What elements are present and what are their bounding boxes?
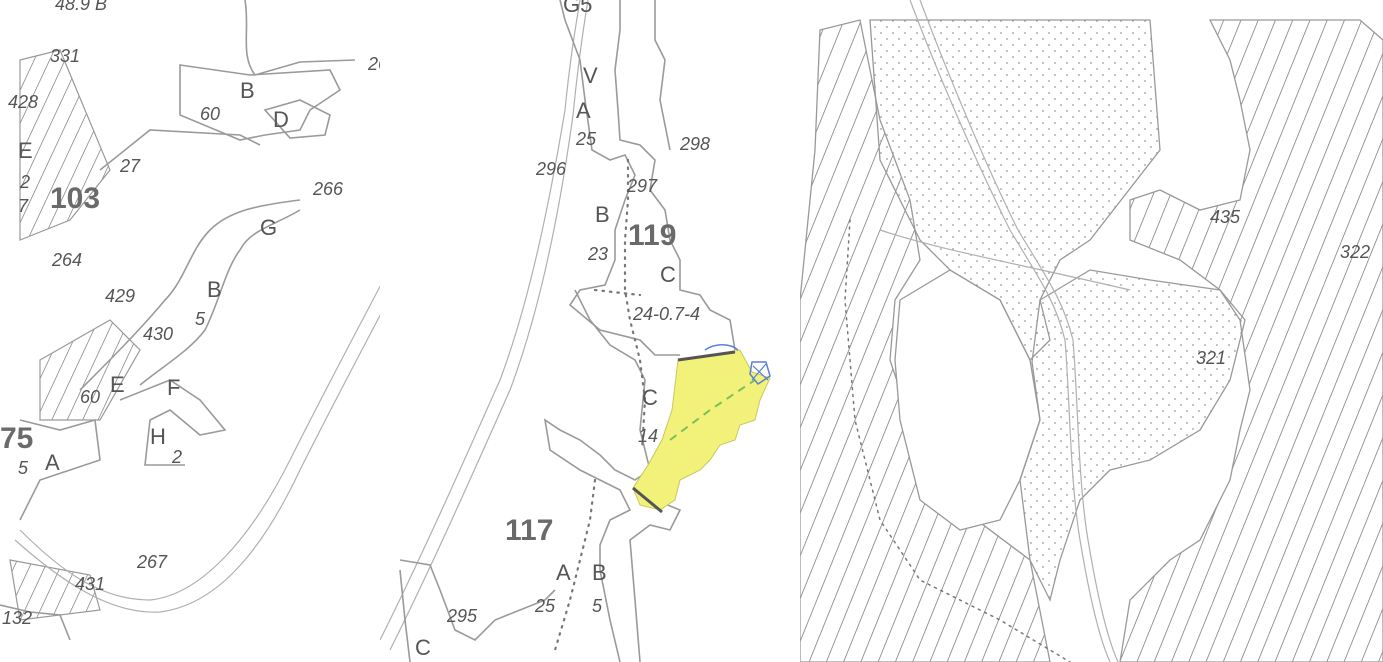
map-panel-right[interactable]: 435 322 321 bbox=[800, 0, 1383, 662]
marker-icon bbox=[704, 344, 739, 351]
stand-letter: A bbox=[45, 450, 60, 475]
highlight-dash-line bbox=[669, 379, 756, 441]
highlight-boundary-segment bbox=[677, 350, 736, 362]
map-middle-svg: 298 296 297 295 119 117 G5 V A B C C A B… bbox=[380, 0, 771, 662]
hatched-stand bbox=[19, 49, 111, 241]
stand-value: 2 bbox=[171, 447, 182, 467]
stand-letter: C bbox=[642, 385, 658, 410]
stand-letter: B bbox=[592, 560, 607, 585]
point-label: 430 bbox=[143, 324, 173, 344]
point-label: 321 bbox=[1196, 348, 1226, 368]
point-label: 297 bbox=[626, 176, 658, 196]
stand-value: 2 bbox=[19, 172, 30, 192]
point-label: 266 bbox=[312, 179, 344, 199]
stand-letter: D bbox=[273, 107, 289, 132]
stand-value: 7 bbox=[18, 196, 29, 216]
stand-value: 5 bbox=[195, 309, 206, 329]
point-label: 428 bbox=[8, 92, 38, 112]
stand-letter: A bbox=[556, 560, 571, 585]
map-label: 48.9 B bbox=[55, 0, 107, 14]
compartment-number: 117 bbox=[505, 514, 553, 547]
point-label: 431 bbox=[75, 574, 105, 594]
stand-value: 5 bbox=[18, 458, 29, 478]
map-right-svg: 435 322 321 bbox=[800, 0, 1383, 662]
point-label: 296 bbox=[535, 159, 567, 179]
highlighted-area[interactable] bbox=[632, 349, 771, 511]
stand-letter: B bbox=[207, 277, 222, 302]
point-label: 429 bbox=[105, 286, 135, 306]
point-label: 27 bbox=[119, 156, 141, 176]
stand-value: 14 bbox=[638, 426, 658, 446]
marker-icon bbox=[751, 363, 769, 381]
stand-value: 60 bbox=[80, 387, 100, 407]
stand-letter: F bbox=[167, 375, 180, 400]
stand-letter: G5 bbox=[563, 0, 592, 17]
point-label: 132 bbox=[2, 608, 32, 628]
stand-letter: B bbox=[595, 202, 610, 227]
stand-value: 60 bbox=[200, 104, 220, 124]
point-label: 331 bbox=[50, 46, 80, 66]
hatched-stand bbox=[9, 559, 101, 621]
stippled-stand bbox=[1019, 269, 1246, 602]
stand-value: 25 bbox=[534, 596, 556, 616]
stand-letter: G bbox=[260, 215, 277, 240]
highlight-boundary-segment bbox=[632, 486, 663, 514]
stand-letter: E bbox=[110, 372, 125, 397]
stand-letter: E bbox=[18, 138, 33, 163]
map-panel-middle[interactable]: 298 296 297 295 119 117 G5 V A B C C A B… bbox=[380, 0, 800, 662]
marker-icon[interactable] bbox=[749, 361, 771, 386]
point-label: 322 bbox=[1340, 242, 1370, 262]
stand-letter: C bbox=[660, 262, 676, 287]
stand-value: 5 bbox=[592, 596, 603, 616]
stand-value: 23 bbox=[587, 244, 608, 264]
compartment-number: 75 bbox=[0, 422, 33, 455]
compartment-number: 119 bbox=[628, 219, 676, 252]
stand-letter: C bbox=[415, 635, 431, 660]
hatched-stand bbox=[39, 319, 141, 421]
stand-letter: B bbox=[240, 78, 255, 103]
stand-value: 25 bbox=[575, 129, 597, 149]
compartment-number: 103 bbox=[50, 182, 100, 215]
stand-value: 24-0.7-4 bbox=[632, 304, 700, 324]
point-label: 298 bbox=[679, 134, 710, 154]
stand-letter: V bbox=[583, 63, 598, 88]
point-label: 295 bbox=[446, 606, 478, 626]
point-label: 435 bbox=[1210, 207, 1241, 227]
point-label: 264 bbox=[51, 250, 82, 270]
point-label: 267 bbox=[136, 552, 168, 572]
stand-letter: H bbox=[150, 424, 166, 449]
stand-letter: A bbox=[576, 98, 591, 123]
